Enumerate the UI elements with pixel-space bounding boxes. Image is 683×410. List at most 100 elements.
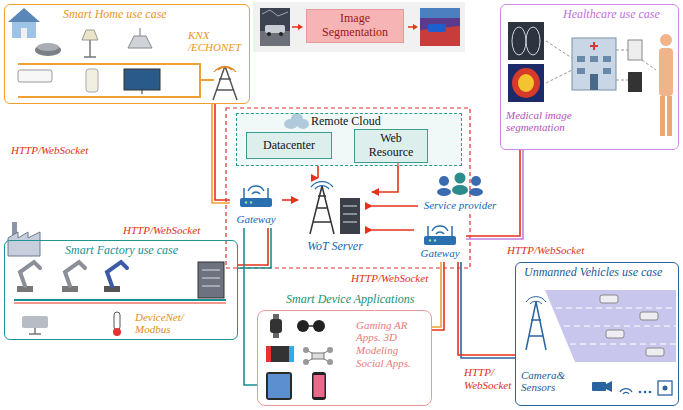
factory-icons — [22, 316, 48, 328]
gateway-icon — [434, 239, 436, 241]
protocol-label: HTTP/WebSocket — [506, 244, 585, 257]
gateway-icon — [240, 198, 272, 207]
vehicle-icons — [526, 302, 546, 350]
vehicle-icons — [556, 308, 676, 344]
segmentation-illustration — [292, 26, 298, 28]
device-icons — [266, 346, 294, 362]
connector-line — [244, 228, 257, 385]
device-icons — [327, 359, 333, 365]
segmentation-illustration — [262, 10, 288, 16]
healthcare-icons — [590, 42, 598, 50]
use-case-panel: Smart Home use caseKNX /ECHONET — [4, 4, 250, 104]
healthcare-icons — [508, 64, 544, 102]
vehicle-icons — [646, 348, 664, 356]
vehicle-icons — [640, 312, 658, 320]
box-label: Datacenter — [263, 139, 315, 153]
server-icon — [343, 206, 357, 222]
connector-label-box: HTTP/WebSocket — [350, 272, 429, 285]
protocol-label: HTTP/ WebSocket — [463, 366, 515, 391]
provider-icon — [455, 173, 466, 184]
smart-home-icons — [86, 69, 98, 92]
healthcare-icons — [660, 34, 672, 46]
vehicle-icons — [600, 295, 618, 303]
vehicle-icons — [620, 389, 632, 394]
panel-heading: Smart Factory use case — [65, 244, 178, 258]
device-icons — [314, 375, 325, 397]
gateway-icon — [248, 186, 264, 194]
device-icons — [306, 350, 330, 362]
connector-line — [238, 228, 271, 268]
connector-line — [282, 199, 298, 201]
smart-home-icons — [214, 67, 236, 72]
device-icons — [270, 319, 282, 333]
smart-home-icons — [8, 8, 40, 22]
segmentation-illustration — [260, 31, 290, 46]
healthcare-icons — [660, 96, 665, 136]
device-icons — [268, 374, 290, 398]
panel-heading: Smart Device Applications — [286, 293, 414, 307]
segmentation-illustration — [408, 26, 413, 28]
gateway-node: Gateway — [230, 178, 282, 228]
healthcare-icons — [590, 74, 598, 90]
connector — [244, 228, 257, 385]
panel-heading: Smart Home use case — [63, 8, 167, 22]
healthcare-icons — [667, 96, 672, 136]
use-case-panel: Unmanned Vehicles use caseCamera& Sensor… — [515, 262, 679, 406]
provider-icon — [437, 188, 451, 196]
gateway-icon — [250, 201, 252, 203]
protocol-label: HTTP/WebSocket — [10, 144, 89, 157]
provider-icon — [471, 176, 481, 186]
connector — [372, 206, 418, 207]
healthcare-icons — [659, 48, 673, 96]
cloud-box: Remote CloudDatacenterWeb Resource — [236, 113, 462, 166]
device-icons — [312, 353, 324, 359]
protocol-label: DeviceNet/ Modbus — [135, 311, 197, 336]
device-icons — [327, 347, 333, 353]
smart-home-icons — [21, 28, 27, 38]
server-icon — [311, 182, 333, 189]
device-icons — [313, 320, 325, 332]
provider-icon — [437, 173, 483, 197]
factory-icons — [65, 262, 85, 286]
gateway-icon — [424, 226, 456, 245]
gateway-icon — [424, 236, 456, 245]
connector-line — [458, 262, 515, 355]
device-icons — [266, 372, 292, 400]
connector — [282, 200, 298, 201]
healthcare-icons — [603, 56, 611, 62]
gateway-label: Gateway — [420, 247, 459, 260]
device-icons — [303, 359, 309, 365]
gateway-icon — [245, 201, 247, 203]
factory-icons — [14, 299, 226, 301]
smart-home-icons — [200, 79, 214, 81]
server-icon — [310, 186, 334, 234]
connector-label-box: HTTP/WebSocket — [122, 224, 201, 237]
segmentation-illustration — [279, 32, 283, 36]
device-icons — [266, 314, 333, 400]
factory-icons — [202, 270, 220, 286]
service-box: Web Resource — [354, 129, 428, 163]
gateway-icon — [240, 186, 272, 207]
provider-icon — [469, 188, 483, 196]
connector — [238, 228, 271, 268]
application-list: Gaming AR Apps. 3D Modeling Social Apps. — [356, 319, 428, 370]
segmentation-illustration — [260, 8, 290, 46]
gateway-icon — [244, 188, 268, 198]
smart-home-icons — [18, 64, 200, 97]
provider-label: Service provider — [423, 199, 498, 212]
connector-line — [372, 229, 414, 231]
provider-node: Service provider — [418, 172, 502, 214]
healthcare-icons — [508, 22, 544, 60]
vehicle-icons — [606, 381, 612, 392]
server-icon — [340, 198, 360, 234]
connector-label-box: HTTP/WebSocket — [10, 144, 89, 157]
smart-home-icons — [37, 43, 59, 51]
device-icons — [266, 346, 271, 362]
caption-label: Medical image segmentation — [506, 109, 590, 134]
smart-home-icons — [8, 8, 237, 100]
device-icons — [312, 372, 326, 400]
protocol-label: KNX /ECHONET — [188, 29, 246, 54]
healthcare-icons — [526, 27, 540, 55]
box-label: Web Resource — [359, 132, 423, 160]
